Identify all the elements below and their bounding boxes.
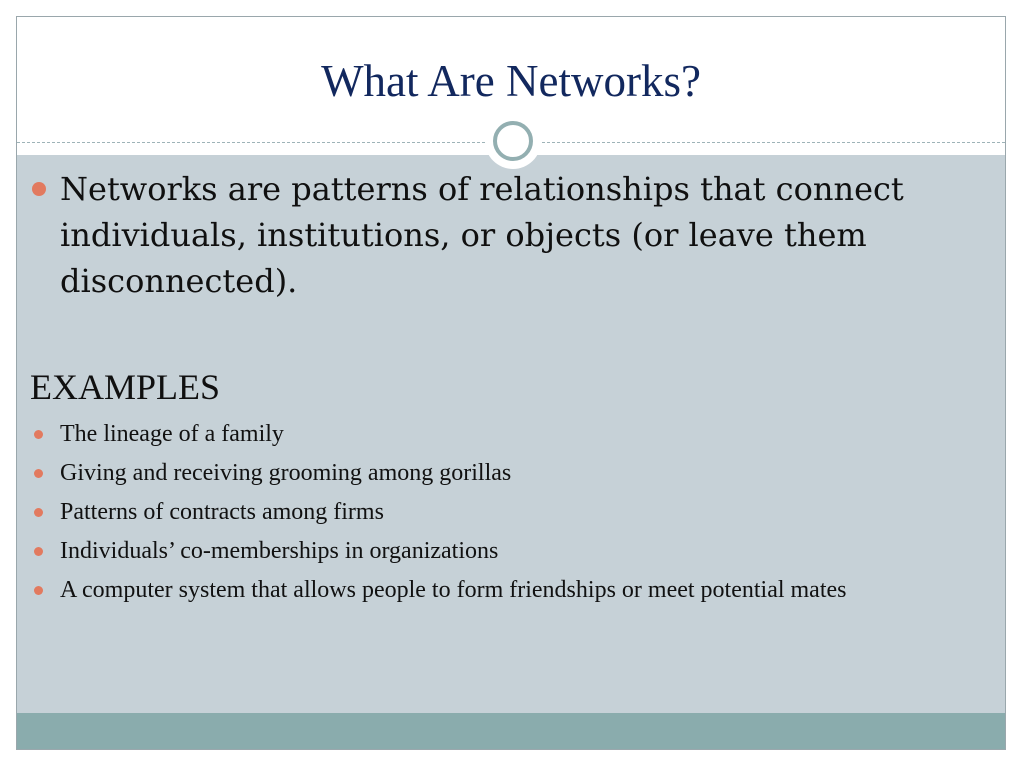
footer-bar xyxy=(17,713,1005,749)
bullet-dot-icon xyxy=(34,586,43,595)
bullet-dot-icon xyxy=(34,508,43,517)
bullet-dot-icon xyxy=(34,430,43,439)
list-item-text: Giving and receiving grooming among gori… xyxy=(60,460,512,486)
list-item: Giving and receiving grooming among gori… xyxy=(34,457,970,489)
list-item: A computer system that allows people to … xyxy=(34,574,970,606)
ornament-ring xyxy=(493,121,533,161)
list-item-text: A computer system that allows people to … xyxy=(60,577,847,603)
list-item: The lineage of a family xyxy=(34,418,970,450)
content-area xyxy=(17,155,1005,715)
circle-ornament-icon xyxy=(485,113,541,169)
list-item-text: Patterns of contracts among firms xyxy=(60,499,384,525)
main-bullet-text: Networks are patterns of relationships t… xyxy=(60,170,904,300)
examples-list: The lineage of a family Giving and recei… xyxy=(34,418,970,613)
list-item: Individuals’ co-memberships in organizat… xyxy=(34,535,970,567)
list-item: Patterns of contracts among firms xyxy=(34,496,970,528)
slide-title: What Are Networks? xyxy=(321,56,701,106)
slide: What Are Networks? xyxy=(16,16,1006,750)
main-bullet: Networks are patterns of relationships t… xyxy=(32,166,950,304)
bullet-dot-icon xyxy=(34,469,43,478)
bullet-dot-icon xyxy=(34,547,43,556)
examples-heading: EXAMPLES xyxy=(30,367,221,407)
list-item-text: The lineage of a family xyxy=(60,421,284,447)
bullet-dot-icon xyxy=(32,182,46,196)
list-item-text: Individuals’ co-memberships in organizat… xyxy=(60,538,499,564)
